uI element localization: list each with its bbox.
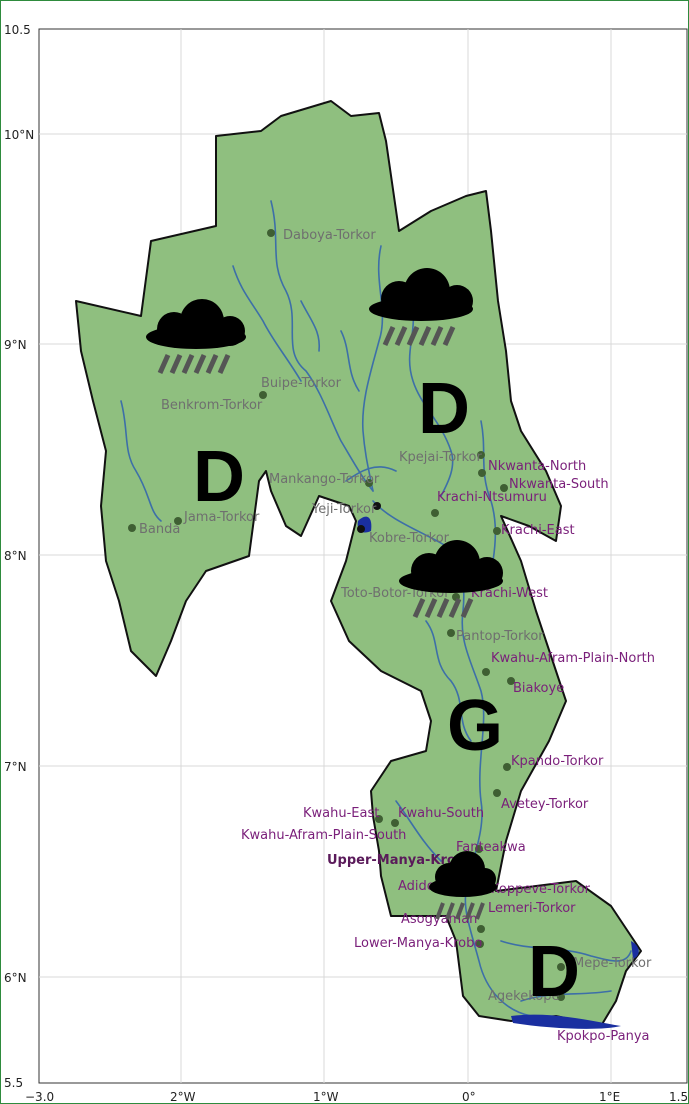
y-tick-label: 7°N [4,760,27,774]
zone-label-d: D [193,437,245,517]
place-label: Buipe-Torkor [261,376,342,391]
place-label: Kpokpo-Panya [557,1029,650,1044]
place-label: Lemeri-Torkor [488,901,576,916]
x-tick-label: 1°W [313,1090,339,1104]
x-tick-label: 1.5 [669,1090,688,1104]
rain-cloud-icon [399,540,503,619]
place-label: Kwahu-Afram-Plain-North [491,651,655,666]
rain-cloud-icon [429,851,497,920]
place-label: Lower-Manya-Krobo [354,936,482,951]
place-label: Biakoye [513,681,564,696]
x-axis-ticks: −3.0 2°W 1°W 0° 1°E 1.5 [25,1090,688,1104]
place-label: Upper-Manya-Krobo [327,853,474,868]
place-labels: Daboya-Torkor Buipe-Torkor Benkrom-Torko… [139,228,655,1044]
x-tick-label: 0° [462,1090,476,1104]
zone-label-g: G [447,686,503,766]
place-label: Kwahu-South [398,806,484,821]
place-label: Krachi-Ntsumuru [437,490,547,505]
place-label: Kobre-Torkor [369,531,450,546]
zone-label-d: D [418,369,470,449]
place-label: Krachi-East [501,523,575,538]
y-tick-label: 8°N [4,549,27,563]
place-label: Kwahu-East [303,806,379,821]
place-label: Kpejai-Torkor [399,450,483,465]
place-label: Kpando-Torkor [511,754,604,769]
y-tick-label: 5.5 [4,1076,23,1090]
y-axis-ticks: 10.5 10°N 9°N 8°N 7°N 6°N 5.5 [4,23,34,1090]
place-label: Mankango-Torkor [269,472,380,487]
place-label: Nkwanta-South [509,477,609,492]
x-tick-label: 1°E [599,1090,620,1104]
place-markers [128,229,565,1001]
place-label: Krachi-West [471,586,548,601]
y-tick-label: 9°N [4,338,27,352]
place-label: Agekekope [488,989,559,1004]
rain-cloud-icon [146,299,246,375]
place-label: Avetey-Torkor [501,797,589,812]
place-label: Jama-Torkor [183,510,260,525]
zone-label-d: D [528,932,580,1012]
y-tick-label: 10°N [4,128,34,142]
place-label: Daboya-Torkor [283,228,376,243]
place-label: Fanteakwa [456,840,526,855]
place-label: Kwahu-Afram-Plain-South [241,828,406,843]
place-label: Benkrom-Torkor [161,398,263,413]
place-label: Mepe-Torkor [573,956,652,971]
place-label: Koppeve-Torkor [491,882,591,897]
place-label: Adido [398,879,435,894]
rain-cloud-icon [369,268,473,347]
place-label: Yeji-Torkor [311,502,377,517]
y-tick-label: 10.5 [4,23,31,37]
place-label: Nkwanta-North [488,459,586,474]
x-tick-label: 2°W [170,1090,196,1104]
y-tick-label: 6°N [4,971,27,985]
place-label: Banda [139,522,180,537]
x-tick-label: −3.0 [25,1090,54,1104]
place-label: Pantop-Torkor [456,629,544,644]
